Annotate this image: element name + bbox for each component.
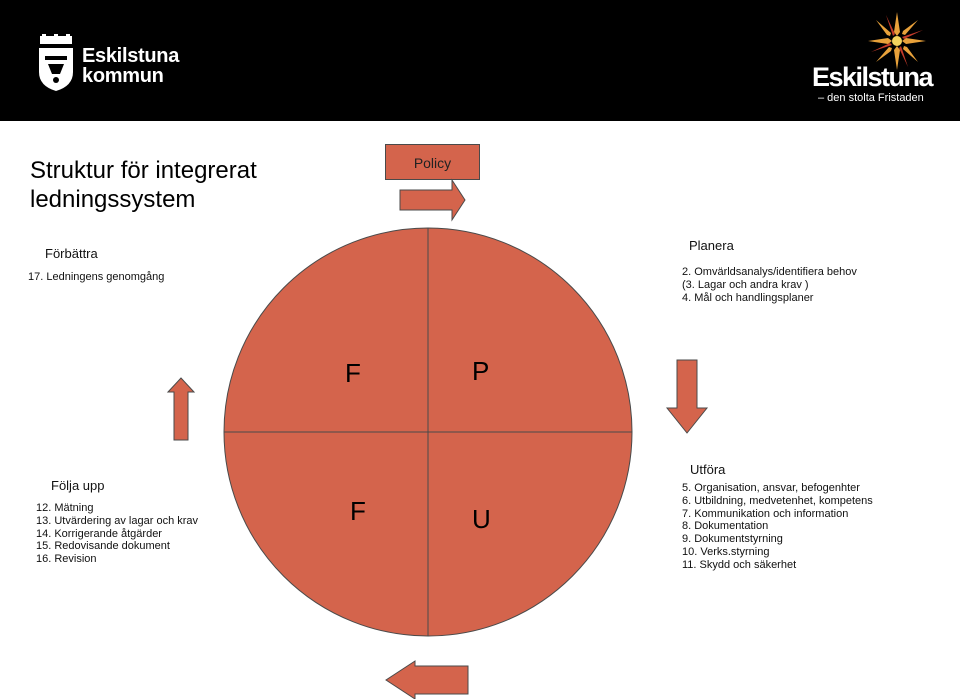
quadrant-top-left <box>223 227 429 433</box>
list-item: 17. Ledningens genomgång <box>28 271 165 283</box>
list-item: 12. Mätning <box>36 502 94 514</box>
list-item: 6. Utbildning, medvetenhet, kompetens <box>682 494 873 507</box>
heading-forbattra: Förbättra <box>45 246 98 261</box>
list-item: 10. Verks.styrning <box>682 545 770 558</box>
list-item: (3. Lagar och andra krav ) <box>682 278 809 291</box>
eskilstuna-kommun-logo[interactable]: Eskilstuna kommun <box>36 34 179 94</box>
logo-line-eskilstuna: Eskilstuna <box>82 45 180 67</box>
policy-box: Policy <box>385 144 480 180</box>
star-icon <box>868 12 926 70</box>
letter-top-left: F <box>345 358 361 388</box>
heading-planera: Planera <box>689 238 734 253</box>
quadrant-bottom-right <box>427 431 633 637</box>
list-item: 5. Organisation, ansvar, befogenhter <box>682 482 860 494</box>
arrow-up-icon <box>166 377 196 441</box>
list-utfora: 5. Organisation, ansvar, befogenhter 6. … <box>682 482 873 572</box>
list-item: 8. Dokumentation <box>682 520 769 533</box>
list-item: 14. Korrigerande åtgärder <box>36 527 162 540</box>
quadrant-bottom-left <box>223 431 429 637</box>
fristaden-tagline: – den stolta Fristaden <box>818 92 924 104</box>
eskilstuna-fristaden-logo[interactable]: Eskilstuna – den stolta Fristaden <box>808 12 934 104</box>
list-item: 15. Redovisande dokument <box>36 540 170 553</box>
quadrant-top-right <box>427 227 633 433</box>
letter-top-right: P <box>472 356 490 386</box>
list-item: 16. Revision <box>36 553 97 566</box>
list-item: 11. Skydd och säkerhet <box>682 558 797 571</box>
letter-bottom-left: F <box>350 496 366 526</box>
arrow-down-icon <box>665 359 709 434</box>
arrow-right-icon <box>399 178 466 222</box>
list-item: 2. Omvärldsanalys/identifiera behov <box>682 266 857 278</box>
letter-bottom-right: U <box>472 504 491 534</box>
crest-icon <box>39 34 73 91</box>
title-line-1: Struktur för integrerat <box>30 157 257 184</box>
heading-folja-upp: Följa upp <box>51 478 105 493</box>
fristaden-wordmark: Eskilstuna <box>812 62 934 92</box>
title-line-2: ledningssystem <box>30 186 196 213</box>
heading-utfora: Utföra <box>690 462 726 477</box>
header-bar: Eskilstuna kommun Eskilstu <box>0 0 960 121</box>
kommun-wordmark: Eskilstuna kommun <box>82 46 179 86</box>
list-folja-upp: 12. Mätning 13. Utvärdering av lagar och… <box>36 502 198 566</box>
arrow-left-icon <box>385 660 469 699</box>
list-item: 9. Dokumentstyrning <box>682 533 783 546</box>
list-item: 7. Kommunikation och information <box>682 507 849 520</box>
list-item: 4. Mål och handlingsplaner <box>682 291 814 304</box>
list-item: 13. Utvärdering av lagar och krav <box>36 514 199 527</box>
list-planera: 2. Omvärldsanalys/identifiera behov (3. … <box>682 266 857 304</box>
logo-line-kommun: kommun <box>82 65 164 87</box>
page-title: Struktur för integrerat ledningssystem <box>30 156 257 214</box>
